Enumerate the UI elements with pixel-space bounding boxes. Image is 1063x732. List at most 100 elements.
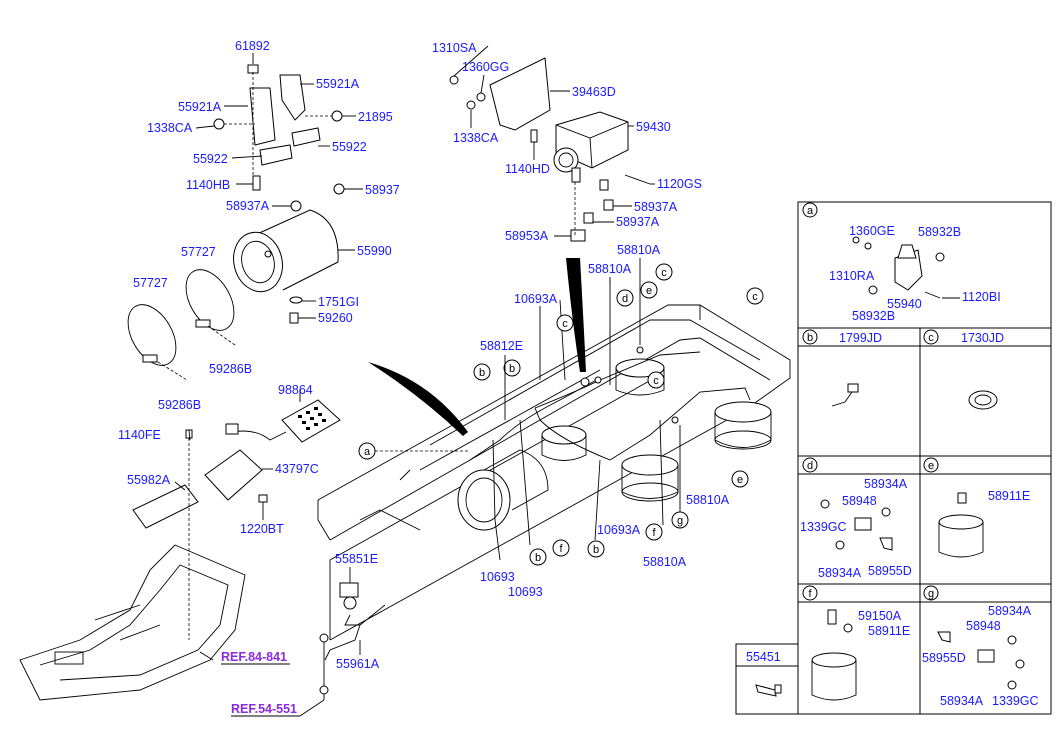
part-labels: 61892 55921A 55921A 1338CA 21895 55922 5… [118,39,730,717]
label-1120GS: 1120GS [657,177,702,191]
svg-text:f: f [559,543,563,555]
label-g-1339GC: 1339GC [992,694,1039,708]
svg-text:f: f [652,527,656,539]
callout-a-main: a [358,442,376,460]
callout-b-2: b [503,359,521,377]
label-1751GI: 1751GI [318,295,359,309]
label-1360GG: 1360GG [462,60,509,74]
svg-text:d: d [807,460,813,472]
label-d-1339GC: 1339GC [800,520,847,534]
svg-text:c: c [661,267,667,279]
label-10693-2: 10693 [508,585,543,599]
callout-f-2: f [645,523,663,541]
label-55851E: 55851E [335,552,378,566]
callout-b-4: b [587,540,605,558]
svg-text:e: e [928,460,934,472]
label-58810A-2: 58810A [588,262,632,276]
callout-c-4: c [746,287,764,305]
label-98864: 98864 [278,383,313,397]
frame-air-tank [457,449,549,531]
svg-text:b: b [479,367,485,379]
label-59430: 59430 [636,120,671,134]
label-58953A: 58953A [505,229,549,243]
tank-bracket-assembly [213,64,345,212]
svg-text:e: e [737,474,743,486]
label-f-59150A: 59150A [858,609,902,623]
detail-a: a 1360GE 58932B 1310RA 55940 1120BI 5893… [802,202,1001,323]
label-a-1360GE: 1360GE [849,224,895,238]
label-58937: 58937 [365,183,400,197]
label-a-58932B-1: 58932B [918,225,961,239]
callout-g-main: g [671,511,689,529]
label-10693A-2: 10693A [597,523,641,537]
air-tank-55990 [233,209,339,324]
label-a-55940: 55940 [887,297,922,311]
svg-text:c: c [928,332,934,344]
label-f-58911E: 58911E [868,624,910,638]
label-d-58948: 58948 [842,494,877,508]
svg-text:e: e [646,285,652,297]
label-d-58955D: 58955D [868,564,912,578]
svg-text:a: a [364,446,371,458]
label-58937A-1: 58937A [226,199,270,213]
skid-plate [19,544,246,701]
svg-text:c: c [752,291,758,303]
label-55961A: 55961A [336,657,380,671]
svg-text:b: b [593,544,599,556]
svg-text:b: b [535,552,541,564]
pointer-arrow-left [368,362,468,436]
label-b-1799JD: 1799JD [839,331,882,345]
tank-band-57727 [127,269,236,381]
callout-c-3: c [647,371,665,389]
label-c-1730JD: 1730JD [961,331,1004,345]
label-21895: 21895 [358,110,393,124]
svg-text:a: a [807,205,814,217]
label-59286B-1: 59286B [209,362,252,376]
label-g-58948: 58948 [966,619,1001,633]
svg-text:c: c [562,318,568,330]
callout-b-3: b [529,548,547,566]
label-57727-1: 57727 [181,245,216,259]
label-57727-2: 57727 [133,276,168,290]
label-58812E: 58812E [480,339,523,353]
label-58937A-3: 58937A [616,215,660,229]
chassis-frame [317,304,791,641]
callout-b-1: b [473,363,491,381]
label-10693-1: 10693 [480,570,515,584]
detail-c: c 1730JD [923,329,1004,410]
label-a-58932B-2: 58932B [852,309,895,323]
svg-text:g: g [928,588,934,600]
label-55990: 55990 [357,244,392,258]
label-1140HD: 1140HD [505,162,550,176]
air-lines [469,280,751,561]
valve-block-59430 [530,111,651,242]
svg-text:b: b [807,332,813,344]
label-1338CA-2: 1338CA [453,131,499,145]
label-d-58934A-1: 58934A [864,477,908,491]
detail-d: d 58934A 58948 1339GC 58934A 58955D [800,457,912,580]
callout-d-main: d [616,289,634,307]
callout-c-1: c [556,314,574,332]
label-58937A-2: 58937A [634,200,678,214]
label-43797C: 43797C [275,462,319,476]
detail-e: e 58911E [923,457,1030,558]
leader-lines [174,45,655,655]
label-1140HB: 1140HB [186,178,230,192]
air-spring-rear-1 [621,454,679,502]
svg-text:b: b [509,363,515,375]
label-a-1120BI: 1120BI [962,290,1001,304]
label-59260: 59260 [318,311,353,325]
svg-text:g: g [677,515,683,527]
detail-b: b 1799JD [802,329,882,407]
label-1338CA-1: 1338CA [147,121,193,135]
label-10693A-1: 10693A [514,292,558,306]
label-55922-1: 55922 [193,152,228,166]
label-g-58934A-2: 58934A [940,694,984,708]
valve-bracket-39463D [449,57,551,131]
detail-55451: 55451 [746,650,782,697]
svg-text:c: c [653,375,659,387]
detail-f: f 59150A 58911E [802,585,910,701]
callout-c-2: c [655,263,673,281]
